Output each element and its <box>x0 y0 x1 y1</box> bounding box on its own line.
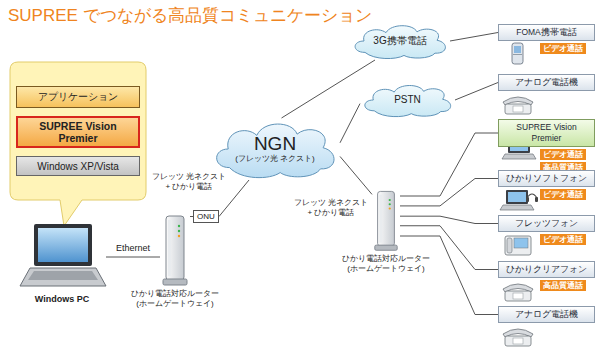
connector-line <box>282 60 376 118</box>
cloud-outline <box>217 124 334 178</box>
laptop-illustration <box>28 271 98 280</box>
device-name: FOMA携帯電話 <box>498 24 595 41</box>
speech-bubble <box>10 62 146 226</box>
device-box: アナログ電話機 <box>498 74 595 91</box>
feature-badge: ビデオ通話 <box>540 43 586 54</box>
network-name: PSTN <box>394 94 421 106</box>
device-name: ひかりクリアフォン <box>498 261 595 278</box>
stack-layer-box: SUPREE Vision Premier <box>16 116 140 148</box>
router-illustration <box>163 216 187 285</box>
cloud-outline <box>365 86 451 117</box>
device-icons <box>503 97 533 114</box>
device-name: ひかりソフトフォン <box>498 170 595 187</box>
node-label: SUPREE Vision Premier <box>22 120 134 144</box>
node-label: Windows XP/Vista <box>37 161 119 172</box>
device-icons <box>503 329 533 346</box>
connector-line <box>106 257 160 258</box>
device-name: フレッツフォン <box>498 215 595 232</box>
laptop-illustration <box>20 224 106 286</box>
laptop-illustration <box>34 224 92 266</box>
network-cloud: PSTN <box>360 82 455 118</box>
network-name: NGN <box>254 134 296 154</box>
onu-box: ONU <box>193 210 219 223</box>
device-icons <box>505 236 531 255</box>
device-box: ひかりクリアフォン高品質通話 <box>498 261 595 291</box>
stack-layer-box: アプリケーション <box>16 86 140 108</box>
connector-line <box>219 180 249 217</box>
line-note: フレッツ 光ネクスト + ひかり電話 <box>292 198 370 217</box>
device-box: FOMA携帯電話ビデオ通話 <box>498 24 595 54</box>
laptop-illustration <box>38 228 88 262</box>
device-name: SUPREE Vision Premier <box>498 119 595 147</box>
device-caption: ひかり電話対応ルーター (ホームゲートウェイ) <box>129 289 221 308</box>
device-box: ひかりソフトフォンビデオ通話 <box>498 170 595 200</box>
feature-badge: ビデオ通話 <box>540 149 586 160</box>
network-name: (フレッツ光 ネクスト) <box>235 154 315 164</box>
router-node: ひかり電話対応ルーター (ホームゲートウェイ) <box>372 188 400 252</box>
device-box: SUPREE Vision Premierビデオ通話高品質通話 <box>498 119 595 173</box>
node-label: ONU <box>194 211 218 222</box>
connector-line <box>400 179 498 206</box>
device-box: フレッツフォンビデオ通話 <box>498 215 595 245</box>
device-caption: Windows PC <box>17 294 107 305</box>
connector-line <box>450 33 498 42</box>
stack-layer-box: Windows XP/Vista <box>16 156 140 176</box>
connector-label: Ethernet <box>114 243 152 254</box>
feature-badge: ビデオ通話 <box>540 234 586 245</box>
cloud-outline <box>355 26 445 59</box>
laptop-illustration <box>20 268 106 286</box>
network-cloud: NGN(フレッツ光 ネクスト) <box>210 118 340 180</box>
router-node: ひかり電話対応ルーター (ホームゲートウェイ) <box>160 212 190 287</box>
device-caption: ひかり電話対応ルーター (ホームゲートウェイ) <box>340 254 432 273</box>
router-illustration <box>375 191 397 250</box>
connector-line <box>400 133 498 196</box>
device-icons <box>503 284 533 301</box>
node-label: アプリケーション <box>38 90 118 104</box>
connector-line <box>340 156 372 194</box>
router-illustration <box>163 216 187 285</box>
connector-line <box>400 236 498 315</box>
line-note: フレッツ 光ネクスト + ひかり電話 <box>150 172 228 191</box>
page-title: SUPREE でつながる高品質コミュニケーション <box>8 4 372 27</box>
router-illustration <box>375 191 397 250</box>
device-name: アナログ電話機 <box>498 74 595 91</box>
device-icons <box>512 43 523 64</box>
network-cloud: 3G携帯電話 <box>350 22 450 60</box>
device-box: アナログ電話機 <box>498 306 595 323</box>
connector-line <box>340 104 360 143</box>
network-name: 3G携帯電話 <box>373 35 426 47</box>
device-icons <box>500 190 538 210</box>
device-name: アナログ電話機 <box>498 306 595 323</box>
feature-badge: ビデオ通話 <box>540 189 586 200</box>
feature-badge: 高品質通話 <box>540 280 586 291</box>
connector-line <box>400 216 498 223</box>
computer-node: Windows PC <box>18 222 106 292</box>
connector-line <box>455 83 498 101</box>
